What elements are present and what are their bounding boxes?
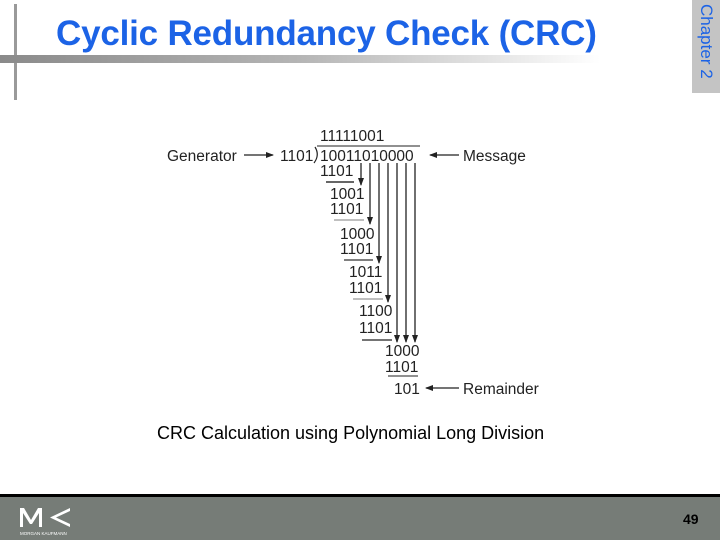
generator-label: Generator — [167, 148, 237, 165]
step-row: 1101 — [340, 241, 373, 258]
footer-divider — [0, 494, 720, 497]
svg-text:MORGAN KAUFMANN: MORGAN KAUFMANN — [20, 531, 67, 536]
message-label: Message — [463, 148, 526, 165]
remainder: 101 — [394, 381, 420, 398]
step-row: 1000 — [385, 343, 420, 360]
crc-long-division-figure: Generator 1101 11111001 10011010000 Mess… — [167, 128, 539, 398]
decorative-vertical-line — [14, 4, 17, 100]
dividend: 10011010000 — [320, 148, 414, 165]
step-row: 1101 — [320, 163, 353, 180]
step-row: 1101 — [359, 320, 392, 337]
slide-title: Cyclic Redundancy Check (CRC) — [56, 14, 597, 53]
page-number: 49 — [683, 511, 699, 527]
step-row: 1101 — [330, 201, 363, 218]
step-row: 1101 — [385, 359, 418, 376]
figure-caption: CRC Calculation using Polynomial Long Di… — [157, 423, 545, 443]
footer-bar: MORGAN KAUFMANN 49 — [0, 497, 720, 540]
divisor: 1101 — [280, 148, 313, 165]
morgan-kaufmann-logo: MORGAN KAUFMANN — [20, 508, 70, 536]
remainder-label: Remainder — [463, 381, 539, 398]
chapter-label: Chapter 2 — [697, 4, 716, 79]
step-row: 1100 — [359, 303, 393, 320]
division-bracket — [313, 146, 318, 164]
chapter-tab: Chapter 2 — [692, 0, 720, 93]
title-underline-bar — [0, 55, 600, 63]
step-row: 1011 — [349, 264, 382, 281]
step-row: 1101 — [349, 280, 382, 297]
step-row: 1001 — [330, 186, 364, 203]
step-row: 1000 — [340, 226, 375, 243]
quotient: 11111001 — [320, 128, 384, 145]
